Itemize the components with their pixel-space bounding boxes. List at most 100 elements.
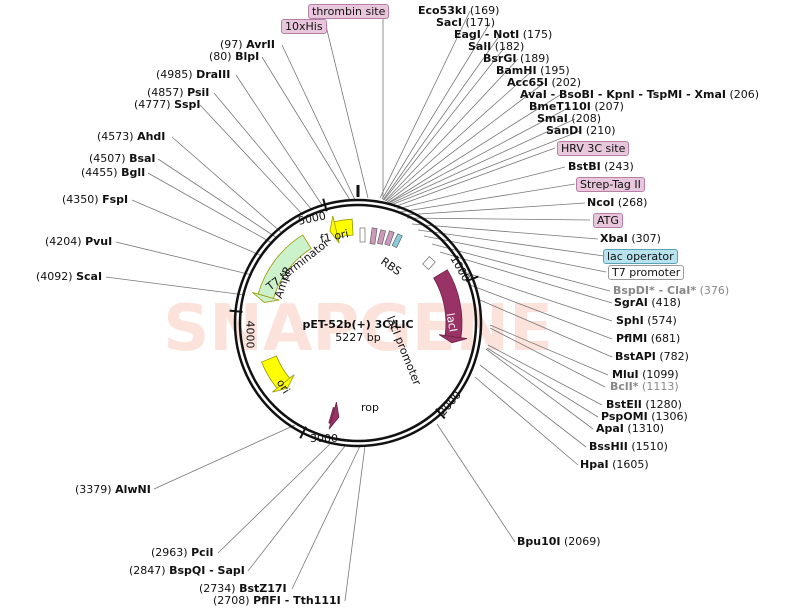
leader-line bbox=[379, 10, 471, 199]
site-bstapi: BstAPI (782) bbox=[615, 350, 689, 363]
leader-line bbox=[235, 74, 323, 206]
site-bstz17i: (2734) BstZ17I bbox=[199, 582, 287, 595]
site-acc65i: Acc65I (202) bbox=[507, 76, 582, 89]
leader-line bbox=[213, 92, 313, 211]
site-sspi: (4777) SspI bbox=[134, 98, 201, 111]
backbone-inner bbox=[238, 203, 478, 443]
leader-line bbox=[115, 241, 253, 276]
site-xbai: XbaI (307) bbox=[600, 232, 661, 245]
leader-line bbox=[217, 443, 331, 554]
leader-line bbox=[469, 284, 613, 340]
leader-line bbox=[417, 229, 605, 257]
site-alwni: (3379) AlwNI bbox=[75, 483, 151, 496]
tick-label-3000: 3000 bbox=[310, 432, 338, 445]
site-fspi: (4350) FspI bbox=[62, 193, 129, 206]
site-psii: (4857) PsiI bbox=[147, 86, 210, 99]
feature-arrow-rop bbox=[328, 402, 340, 430]
leader-line bbox=[489, 327, 606, 388]
tick-4000 bbox=[229, 309, 243, 313]
leader-line bbox=[386, 82, 545, 203]
leader-line bbox=[439, 251, 613, 304]
site-blpi: (80) BlpI bbox=[209, 50, 260, 63]
site-eagi-noti: EagI - NotI (175) bbox=[454, 28, 553, 41]
feature-t7term-box bbox=[359, 227, 366, 243]
leader-line bbox=[385, 70, 533, 202]
plasmid-name: pET-52b(+) 3C/LIC bbox=[302, 318, 414, 331]
site-pflmi: PflMI (681) bbox=[616, 332, 681, 345]
tick-label-4000: 4000 bbox=[243, 320, 257, 349]
site-avrii: (97) AvrII bbox=[220, 38, 275, 51]
leader-line bbox=[384, 58, 519, 202]
leader-line bbox=[199, 104, 304, 216]
site-bsrgi: BsrGI (189) bbox=[483, 52, 550, 65]
leader-line bbox=[474, 376, 579, 466]
leader-line bbox=[423, 235, 607, 273]
leader-line bbox=[403, 202, 586, 216]
tick-5000 bbox=[322, 198, 328, 212]
tag-strep-tag-ii: Strep-Tag II bbox=[576, 177, 645, 192]
site-bmet110i: BmeT110I (207) bbox=[529, 100, 624, 113]
tag-10xhis: 10xHis bbox=[281, 19, 327, 34]
site-eco53ki: Eco53kI (169) bbox=[418, 4, 500, 17]
leader-line bbox=[147, 172, 273, 244]
leader-line bbox=[344, 445, 366, 602]
feature-arrow-laci bbox=[433, 269, 468, 344]
site-avai-group: AvaI - BsoBI - KpnI - TspMI - XmaI (206) bbox=[520, 88, 760, 101]
feature-arrow-ampr bbox=[252, 234, 312, 303]
tag-atg: ATG bbox=[593, 213, 623, 228]
leader-line bbox=[281, 44, 356, 201]
site-sphi: SphI (574) bbox=[616, 314, 677, 327]
site-bcli: BclI* (1113) bbox=[610, 380, 679, 393]
site-pcii: (2963) PciI bbox=[151, 546, 214, 559]
leader-line bbox=[261, 56, 351, 201]
site-apai: ApaI (1310) bbox=[596, 422, 664, 435]
site-bspdi-clai: BspDI* - ClaI* (376) bbox=[613, 284, 730, 297]
feature-thrombin-box bbox=[369, 227, 378, 245]
tick-1000 bbox=[465, 275, 479, 283]
leader-line bbox=[479, 299, 613, 358]
leader-line bbox=[247, 445, 346, 572]
rop-label: rop bbox=[361, 401, 379, 414]
tick-marks bbox=[229, 185, 479, 439]
tag-thrombin-site: thrombin site bbox=[308, 4, 390, 19]
leader-line bbox=[411, 223, 599, 240]
site-pflfi-tth111i: (2708) PflFI - Tth111I bbox=[213, 594, 341, 607]
site-smai: SmaI (208) bbox=[537, 112, 601, 125]
leader-lines bbox=[105, 10, 613, 602]
site-sgrai: SgrAI (418) bbox=[614, 296, 681, 309]
leader-line bbox=[171, 136, 283, 234]
feature-arrow-ori bbox=[261, 355, 295, 393]
leader-line bbox=[457, 269, 613, 322]
site-bspqi-sapi: (2847) BspQI - SapI bbox=[129, 564, 245, 577]
leader-line bbox=[387, 94, 561, 204]
watermark-text: SNAPGENE bbox=[163, 292, 553, 366]
site-sali: SalI (182) bbox=[468, 40, 525, 53]
leader-line bbox=[489, 324, 609, 376]
feature-laciprom-box bbox=[422, 256, 436, 270]
leader-line bbox=[105, 276, 246, 296]
feature-arrows bbox=[252, 215, 468, 430]
site-ahdi: (4573) AhdI bbox=[97, 130, 166, 143]
site-sandi: SanDI (210) bbox=[546, 124, 616, 137]
feature-3c-box bbox=[384, 230, 395, 246]
site-pvui: (4204) PvuI bbox=[45, 235, 113, 248]
plasmid-length: 5227 bp bbox=[335, 331, 381, 344]
feature-lacop-box bbox=[391, 233, 403, 249]
leader-line bbox=[381, 22, 491, 200]
leader-line bbox=[390, 130, 581, 206]
tag-t7-promoter: T7 promoter bbox=[608, 265, 685, 280]
site-bgli: (4455) BglI bbox=[81, 166, 146, 179]
leader-line bbox=[153, 424, 296, 490]
leader-line bbox=[393, 147, 556, 208]
site-saci: SacI (171) bbox=[436, 16, 496, 29]
leader-line bbox=[399, 183, 576, 213]
tag-hrv-3c-site: HRV 3C site bbox=[557, 141, 630, 156]
leader-line bbox=[383, 46, 506, 201]
tick-3000 bbox=[299, 426, 307, 439]
leader-line bbox=[487, 344, 603, 406]
site-draiii: (4985) DraIII bbox=[156, 68, 231, 81]
site-pspomi: PspOMI (1306) bbox=[601, 410, 688, 423]
site-bpu10i: Bpu10I (2069) bbox=[517, 535, 601, 548]
leader-line bbox=[291, 445, 361, 590]
